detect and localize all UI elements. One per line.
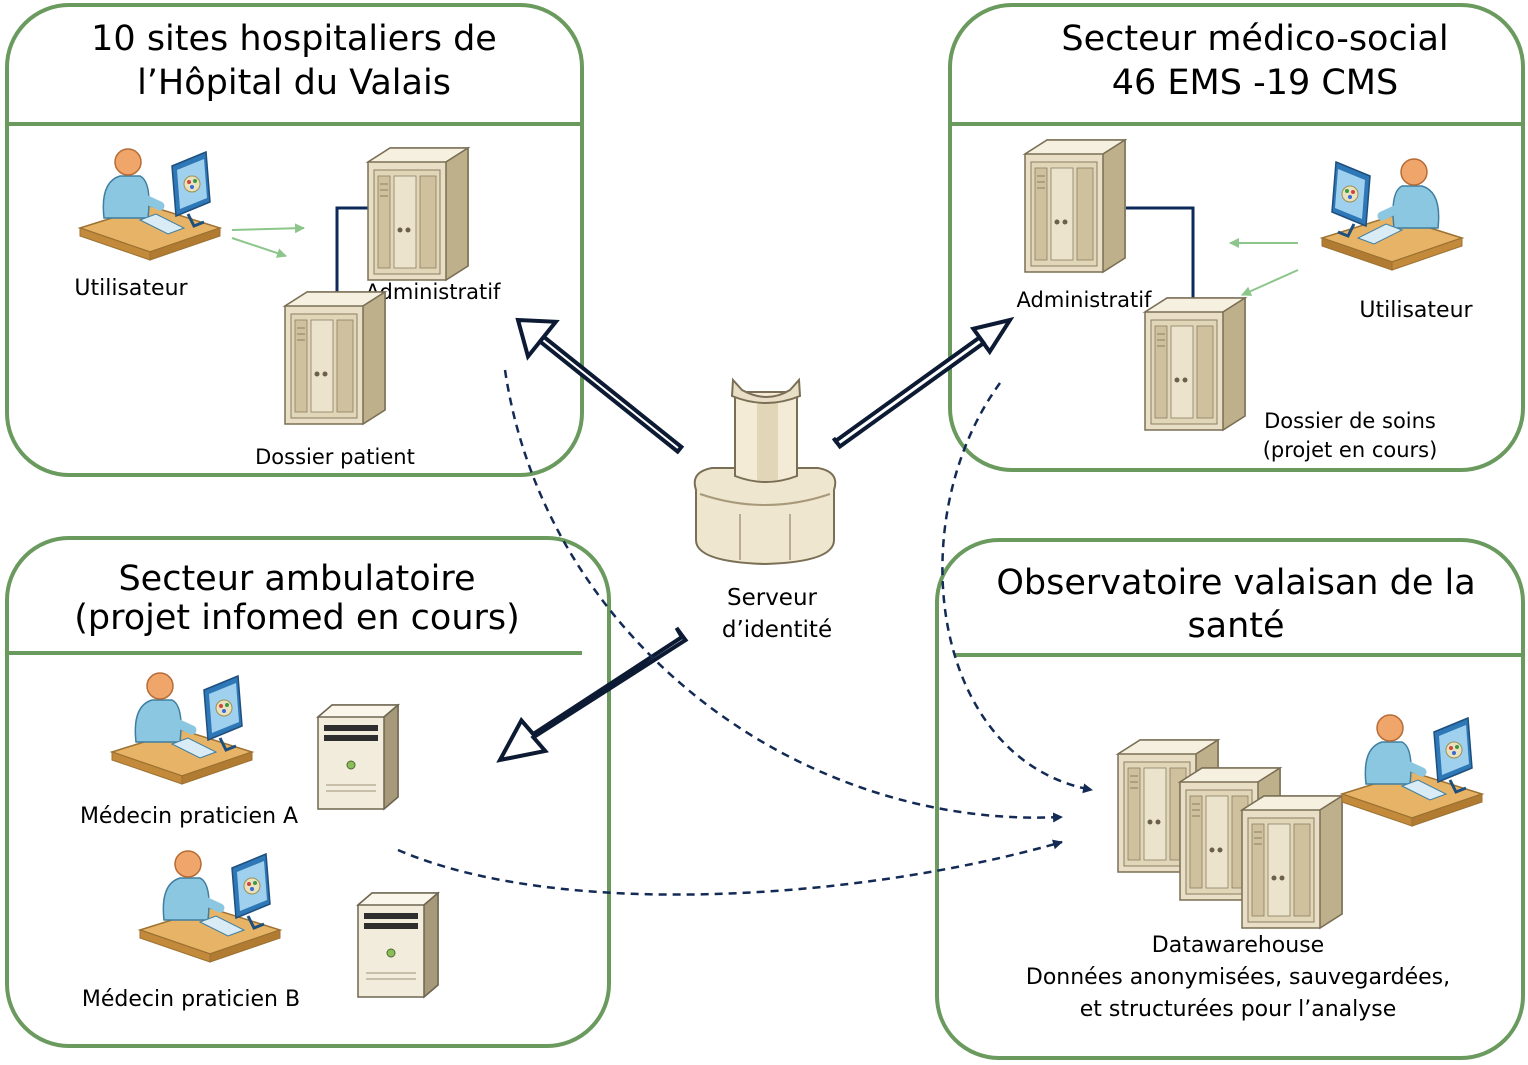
observatory-title-line1: Observatoire valaisan de la — [996, 563, 1475, 603]
arrow-to-ambulatory — [496, 626, 689, 763]
doctor-b-computer-icon — [357, 892, 439, 998]
hospital-title-line2: l’Hôpital du Valais — [137, 63, 451, 103]
ambulatory-title-line1: Secteur ambulatoire — [118, 559, 475, 599]
doctor-a-label: Médecin praticien A — [80, 804, 298, 829]
observatory-title-line2: santé — [1187, 606, 1284, 646]
arrow-to-hospital — [515, 317, 685, 455]
datawarehouse-desc-line1: Données anonymisées, sauvegardées, — [1026, 965, 1450, 990]
medico-user-label: Utilisateur — [1359, 298, 1473, 323]
hospital-user-label: Utilisateur — [74, 276, 188, 301]
hospital-admin-server-icon — [367, 147, 469, 281]
ambulatory-title-line2: (projet infomed en cours) — [74, 598, 520, 638]
hospital-records-server-icon — [284, 291, 386, 425]
datawarehouse-label: Datawarehouse — [1152, 933, 1324, 958]
identity-server-label-line1: Serveur — [727, 585, 818, 611]
flow-ambulatory-to-datawarehouse — [397, 839, 1063, 896]
medico-admin-label: Administratif — [1017, 288, 1153, 312]
medico-records-label-line1: Dossier de soins — [1264, 409, 1436, 433]
arrow-to-medico-social — [831, 316, 1015, 450]
doctor-a-computer-icon — [317, 704, 399, 810]
hospital-access-arrow-2 — [231, 237, 287, 258]
identity-server-label-line2: d’identité — [722, 617, 832, 643]
hospital-records-label: Dossier patient — [255, 445, 415, 469]
medico-social-title-line1: Secteur médico-social — [1061, 19, 1448, 59]
panel-medico-social: Secteur médico-social 46 EMS -19 CMS — [948, 3, 1525, 472]
medico-records-label-line2: (projet en cours) — [1263, 438, 1438, 462]
datawarehouse-desc-line2: et structurées pour l’analyse — [1080, 997, 1397, 1022]
hospital-access-arrow-1 — [231, 223, 305, 234]
medico-access-arrow-2 — [1241, 269, 1299, 296]
panel-ambulatory: Secteur ambulatoire (projet infomed en c… — [5, 536, 611, 1048]
medico-server-link — [1126, 206, 1195, 300]
panel-hospital: 10 sites hospitaliers de l’Hôpital du Va… — [5, 3, 584, 477]
hospital-title-line1: 10 sites hospitaliers de — [91, 19, 497, 59]
medico-records-server-icon — [1144, 297, 1246, 431]
identity-server-icon — [693, 377, 837, 566]
medico-admin-server-icon — [1024, 139, 1126, 273]
medico-social-title-line2: 46 EMS -19 CMS — [1112, 63, 1398, 103]
doctor-b-label: Médecin praticien B — [82, 987, 300, 1012]
hospital-server-link — [335, 206, 370, 296]
flow-hospital-to-datawarehouse — [503, 369, 1063, 823]
flow-medico-to-datawarehouse — [941, 382, 1093, 794]
hospital-admin-label: Administratif — [366, 280, 502, 304]
